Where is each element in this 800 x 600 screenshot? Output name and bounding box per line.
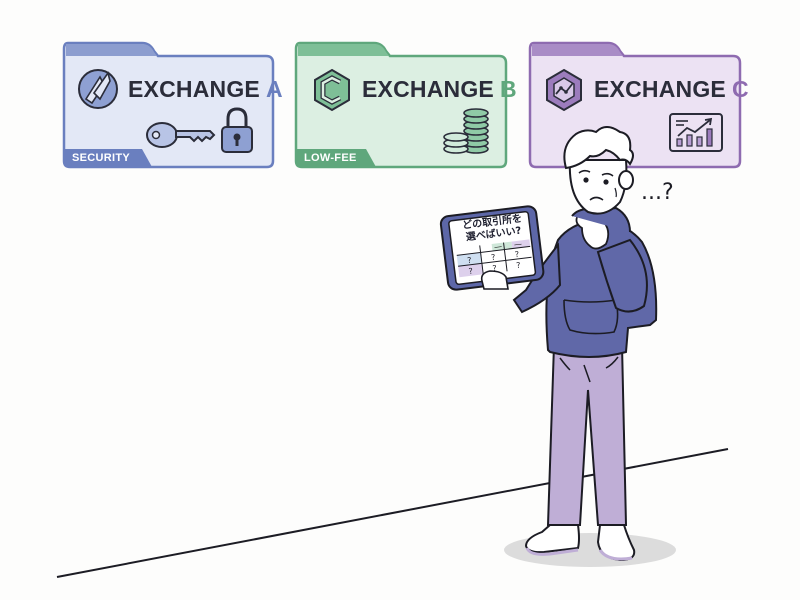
- shoes: [524, 524, 636, 562]
- exchange-letter: C: [731, 76, 749, 102]
- exchange-letter: A: [265, 76, 283, 102]
- folder-b-shape: [294, 41, 508, 169]
- svg-text:?: ?: [492, 264, 497, 273]
- grid-header-cell: —: [513, 239, 522, 249]
- exchange-name: EXCHANGE: [594, 76, 726, 102]
- svg-text:?: ?: [516, 261, 521, 270]
- tablet-frame: — — ??? ???: [439, 205, 545, 291]
- hand-holding-tablet: [480, 270, 509, 290]
- exchange-name: EXCHANGE: [362, 76, 494, 102]
- key-icon: [146, 122, 216, 148]
- svg-text:?: ?: [468, 267, 473, 276]
- exchange-letter: B: [499, 76, 517, 102]
- security-tag: SECURITY: [72, 152, 131, 164]
- question-mark-thought: ...?: [641, 180, 674, 205]
- tablet: — — ??? ??? どの取引所を 選べばいい?: [438, 203, 546, 291]
- grid-cells: ??? ???: [467, 250, 521, 276]
- growth-chart-icon: [669, 113, 723, 152]
- logo-hexagon-c-icon: [314, 68, 350, 112]
- grid-header-cell: —: [493, 242, 502, 252]
- confused-person: [504, 126, 676, 567]
- logo-hexagon-chart-icon: [546, 68, 582, 112]
- svg-text:?: ?: [467, 256, 472, 265]
- exchange-name: EXCHANGE: [128, 76, 260, 102]
- lock-icon: [221, 107, 253, 153]
- svg-text:?: ?: [514, 250, 519, 259]
- folder-a-shape: [62, 41, 275, 169]
- head: [563, 126, 634, 215]
- svg-text:?: ?: [491, 253, 496, 262]
- coins-icon: [443, 108, 489, 154]
- logo-swirl-icon: [78, 69, 118, 109]
- low-fee-tag: LOW-FEE: [304, 152, 357, 164]
